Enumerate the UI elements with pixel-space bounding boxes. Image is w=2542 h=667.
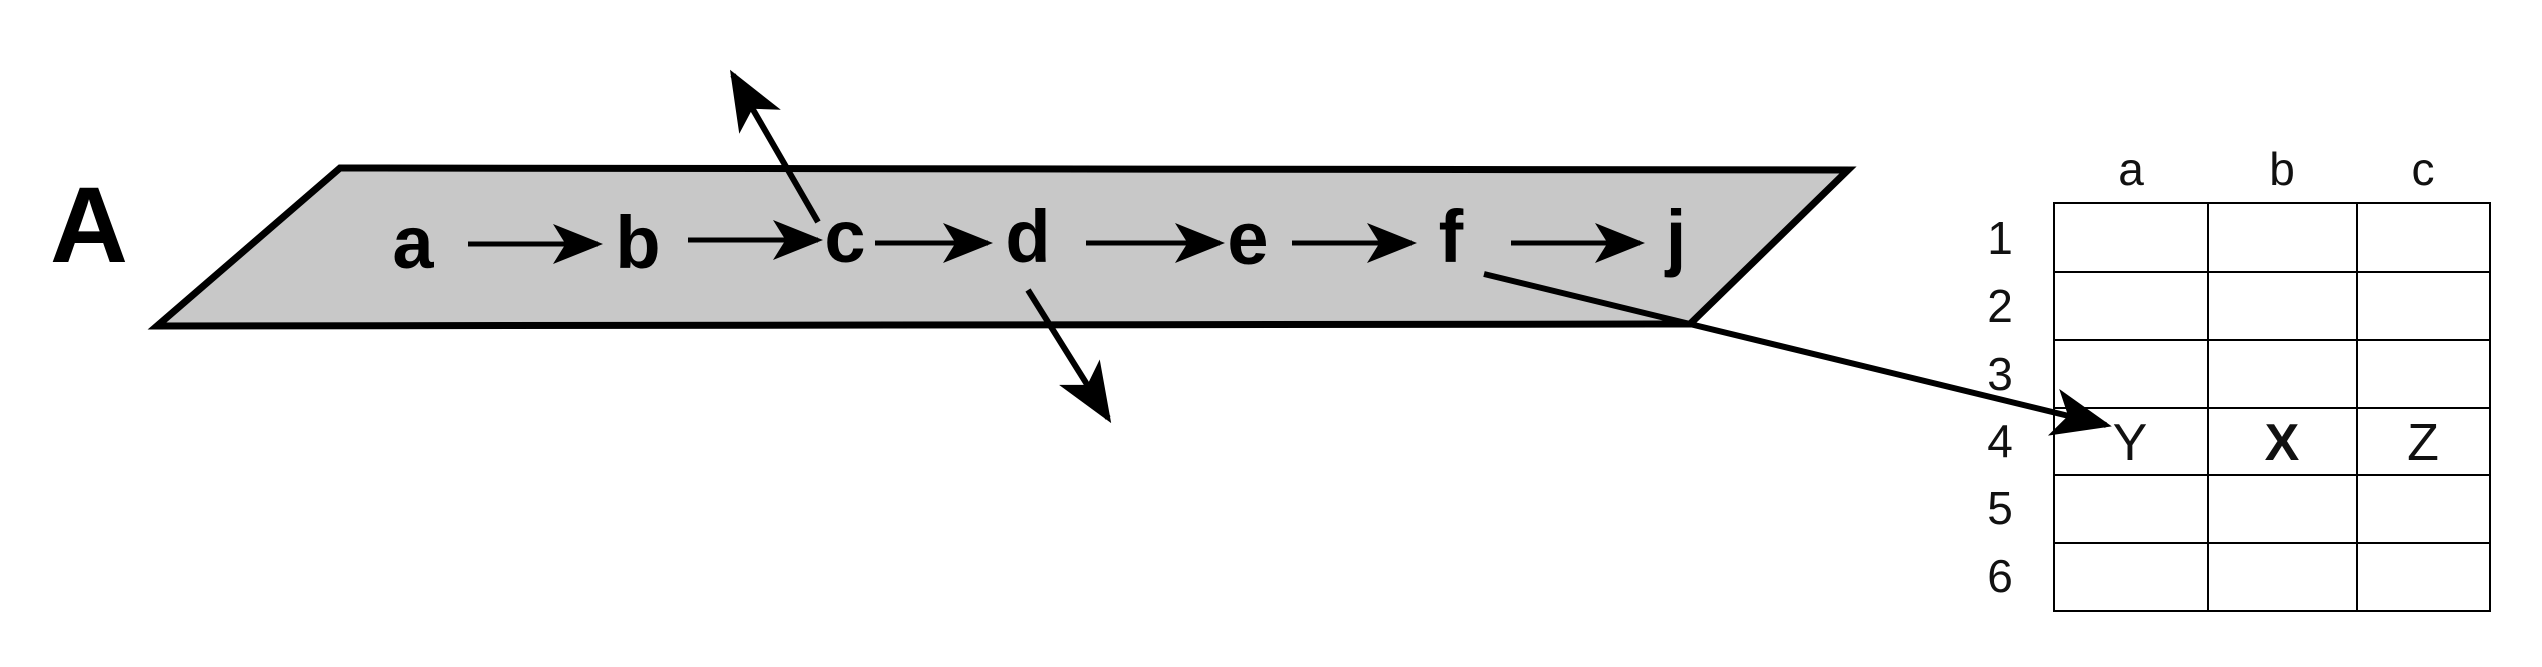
grid-col-header-a: a	[2118, 143, 2144, 195]
grid-row-header-2: 2	[1987, 280, 2013, 332]
arrow-f-to-grid-cell	[1483, 271, 2112, 436]
grid-row-header-1: 1	[1987, 212, 2013, 264]
arrow-d-out-down	[1025, 288, 1112, 424]
node-a: a	[392, 201, 434, 284]
grid-col-header-b: b	[2269, 143, 2295, 195]
node-e: e	[1227, 197, 1268, 280]
node-j: j	[1664, 195, 1687, 278]
grid-row-header-3: 3	[1987, 348, 2013, 400]
node-b: b	[615, 201, 660, 284]
grid-row-header-4: 4	[1987, 415, 2013, 467]
panel-label: A	[50, 164, 128, 285]
grid-cell-4b: X	[2265, 414, 2300, 472]
grid-row-header-6: 6	[1987, 550, 2013, 602]
grid-col-header-c: c	[2412, 143, 2435, 195]
state-grid	[2053, 202, 2491, 612]
arrow-c-out-up	[729, 69, 821, 224]
grid-cell-4a: Y	[2113, 414, 2148, 472]
grid-cell-4c: Z	[2407, 414, 2439, 472]
node-d: d	[1005, 195, 1050, 278]
grid-row-header-5: 5	[1987, 482, 2013, 534]
node-f: f	[1439, 195, 1464, 278]
node-c: c	[824, 195, 865, 278]
